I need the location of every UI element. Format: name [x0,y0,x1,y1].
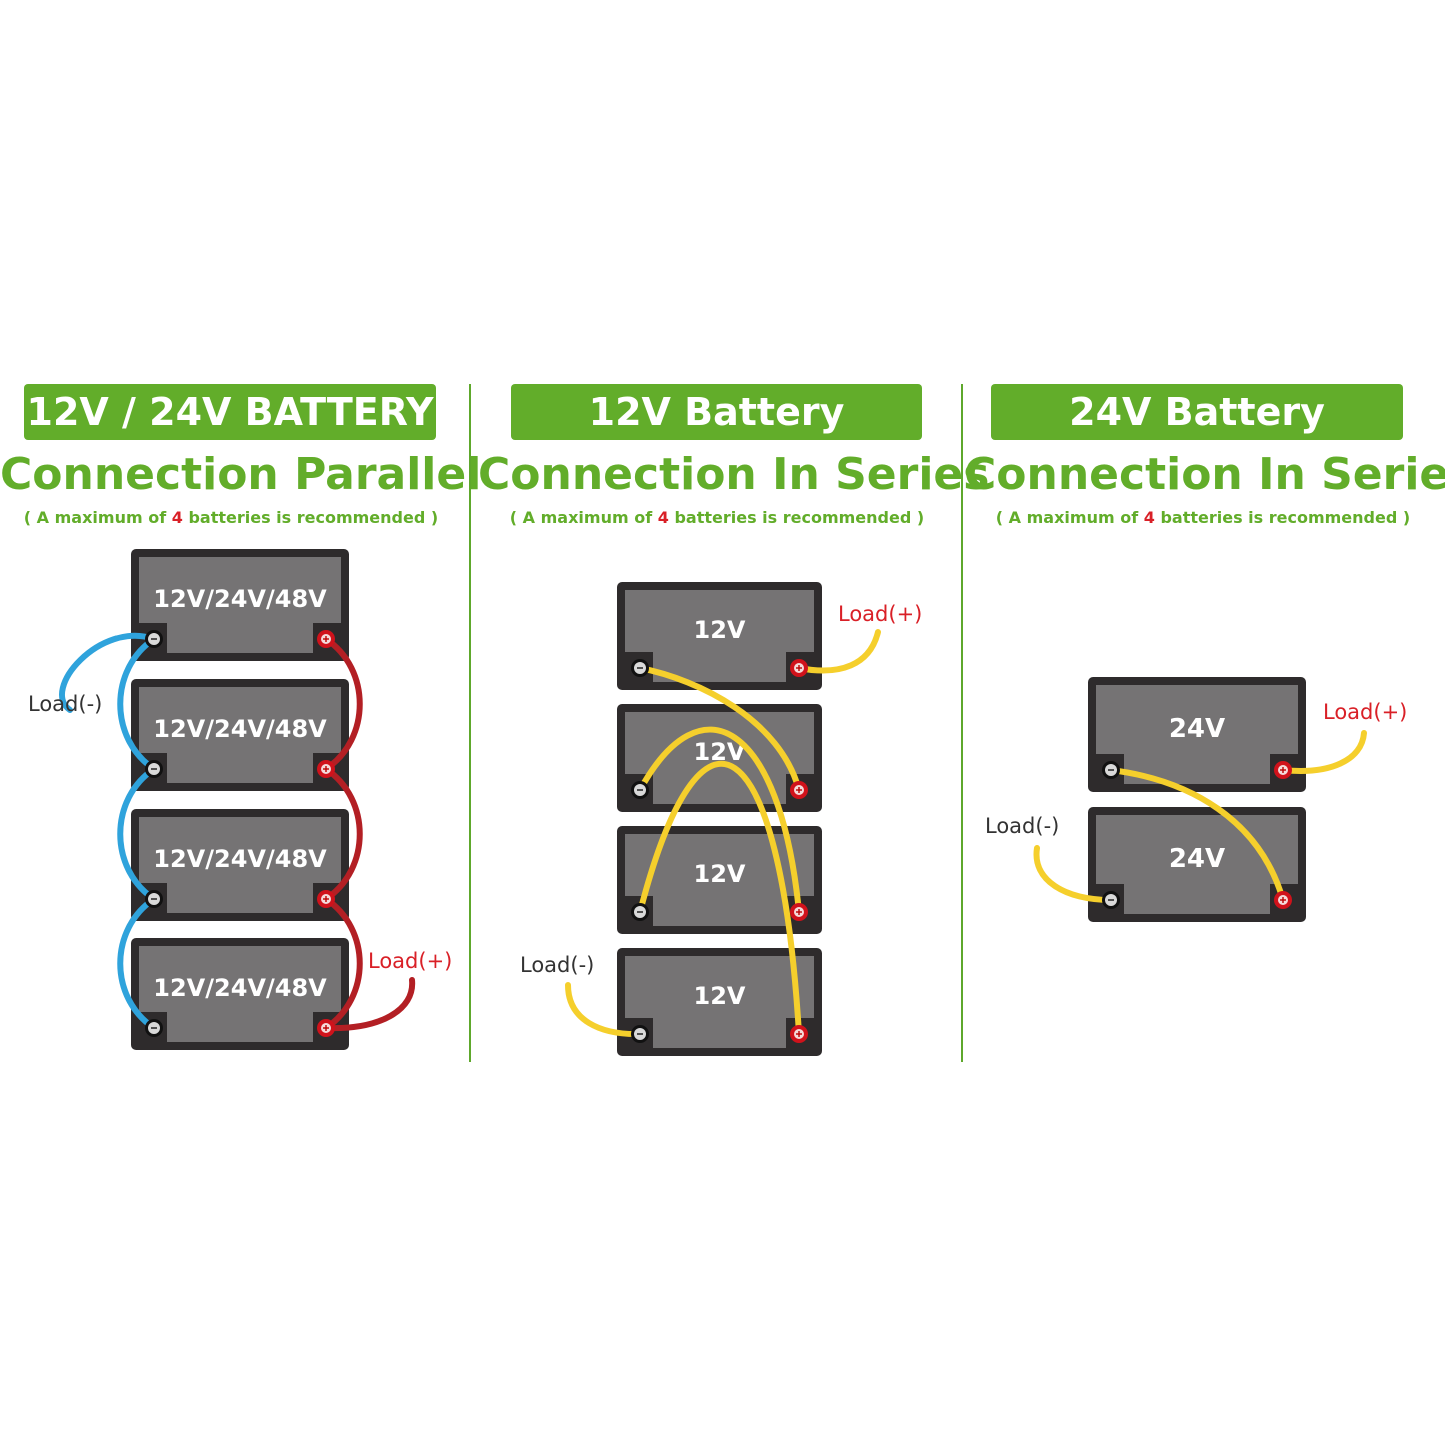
negative-terminal [145,760,163,778]
series-link-wire [637,726,802,915]
divider-2 [961,384,963,1062]
battery-label: 24V [1169,844,1225,874]
battery-series12-4: 12V [617,948,822,1056]
heading-series-12v: Connection In Series [478,449,990,500]
battery-parallel-1: 12V/24V/48V [131,549,349,661]
positive-terminal [790,903,808,921]
battery-label: 12V [694,616,746,644]
panel-parallel: 12V / 24V BATTERY Connection Parallel ( … [0,378,482,1068]
battery-label: 12V/24V/48V [153,715,327,743]
positive-terminal [790,1025,808,1043]
note-suffix: batteries is recommended ) [182,508,439,527]
battery-label: 12V [694,982,746,1010]
battery-series12-2: 12V [617,704,822,812]
battery-parallel-2: 12V/24V/48V [131,679,349,791]
battery-face [139,687,341,783]
battery-parallel-3: 12V/24V/48V [131,809,349,921]
battery-face [625,956,814,1048]
note-parallel: ( A maximum of 4 batteries is recommende… [0,508,462,527]
note-suffix: batteries is recommended ) [1154,508,1411,527]
positive-terminal [317,1019,335,1037]
load-minus-label: Load(-) [985,814,1059,838]
battery-label: 12V/24V/48V [153,585,327,613]
battery-face [625,590,814,682]
negative-terminal [631,659,649,677]
load-minus-wire [59,632,157,713]
battery-label: 12V/24V/48V [153,845,327,873]
load-plus-wire [1280,730,1367,774]
load-plus-label: Load(+) [368,949,452,973]
banner-series-24v: 24V Battery [991,384,1403,440]
note-number: 4 [1143,508,1155,527]
divider-1 [469,384,471,1062]
negative-terminal [631,1025,649,1043]
positive-terminal [790,781,808,799]
note-number: 4 [171,508,183,527]
battery-face [1096,815,1298,914]
negative-terminal [631,781,649,799]
banner-series-12v: 12V Battery [511,384,922,440]
load-minus-wire [565,982,643,1038]
battery-face [139,817,341,913]
positive-terminal [317,890,335,908]
positive-terminal [317,760,335,778]
load-plus-wire [796,629,881,674]
panel-series-12v: 12V Battery Connection In Series ( A max… [478,378,990,1068]
note-series-24v: ( A maximum of 4 batteries is recommende… [964,508,1442,527]
heading-parallel: Connection Parallel [0,449,482,500]
series-link-wire [637,665,802,793]
positive-link-wire [323,896,363,1031]
negative-terminal [145,890,163,908]
negative-terminal [145,1019,163,1037]
positive-link-wire [323,636,363,772]
note-series-12v: ( A maximum of 4 batteries is recommende… [478,508,956,527]
battery-label: 12V [694,860,746,888]
negative-link-wire [117,766,157,902]
load-plus-wire [323,977,416,1032]
negative-terminal [145,630,163,648]
battery-series24-1: 24V [1088,677,1306,792]
positive-terminal [790,659,808,677]
load-plus-label: Load(+) [838,602,922,626]
battery-series24-2: 24V [1088,807,1306,922]
banner-parallel: 12V / 24V BATTERY [24,384,436,440]
battery-face [139,557,341,653]
negative-link-wire [117,896,157,1031]
load-minus-wire [1033,845,1114,903]
note-suffix: batteries is recommended ) [668,508,925,527]
battery-parallel-4: 12V/24V/48V [131,938,349,1050]
positive-link-wire [323,766,363,902]
note-prefix: ( A maximum of [995,508,1144,527]
heading-series-24v: Connection In Series [964,449,1445,500]
series-link-wire [1108,767,1286,903]
positive-terminal [1274,761,1292,779]
note-number: 4 [657,508,669,527]
battery-face [1096,685,1298,784]
load-minus-label: Load(-) [28,692,102,716]
panel-series-24v: 24V Battery Connection In Series ( A max… [964,378,1445,1068]
negative-terminal [631,903,649,921]
battery-series12-3: 12V [617,826,822,934]
negative-terminal [1102,891,1120,909]
battery-face [139,946,341,1042]
positive-terminal [317,630,335,648]
note-prefix: ( A maximum of [23,508,172,527]
note-prefix: ( A maximum of [509,508,658,527]
battery-label: 24V [1169,714,1225,744]
load-minus-label: Load(-) [520,953,594,977]
negative-terminal [1102,761,1120,779]
positive-terminal [1274,891,1292,909]
battery-series12-1: 12V [617,582,822,690]
series-link-wire [637,760,802,1037]
battery-face [625,834,814,926]
negative-link-wire [117,636,157,772]
battery-label: 12V/24V/48V [153,974,327,1002]
load-plus-label: Load(+) [1323,700,1407,724]
